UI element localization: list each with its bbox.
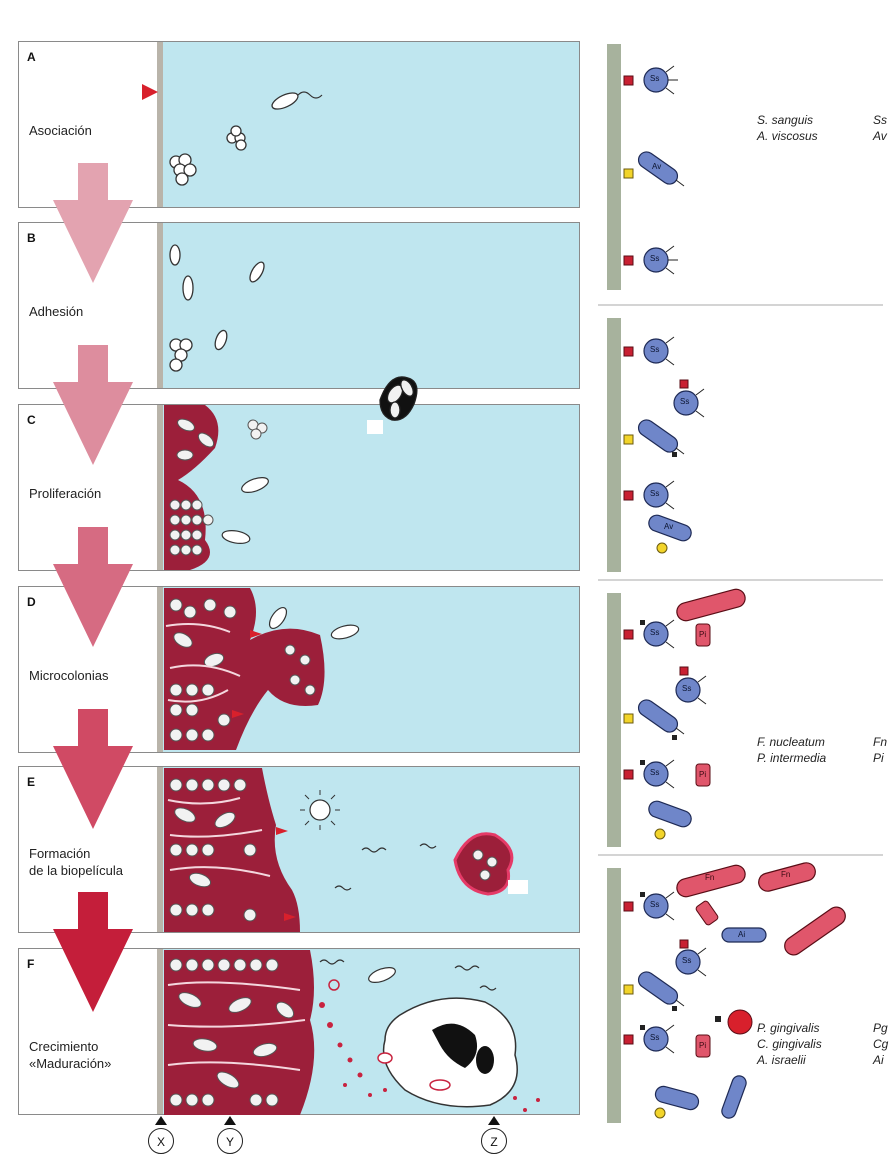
cell-tag-ss: Ss: [650, 254, 659, 263]
cell-tag-ss: Ss: [650, 900, 659, 909]
legend-species-name: S. sanguis: [757, 113, 813, 127]
released-cell: [329, 980, 339, 990]
legend-group-3: P. gingivalis Pg C. gingivalis Cg A. israe…: [757, 1020, 887, 1068]
cell-tag-av: Av: [664, 522, 673, 531]
legend-abbreviation: Pi: [873, 750, 884, 766]
legend-abbreviation: Ss: [873, 112, 887, 128]
cell-tag-av: Av: [652, 162, 661, 171]
cell-tag-ss: Ss: [650, 628, 659, 637]
cell-tag-fn: Fn: [705, 873, 714, 882]
detach-arrow-icon: [367, 420, 383, 434]
spirochete: [320, 960, 496, 990]
cell-tag-ss: Ss: [682, 956, 691, 965]
flow-arrow-icon: [276, 827, 288, 835]
cell-tag-ss: Ss: [650, 345, 659, 354]
phagocyte-nucleus: [476, 1046, 494, 1074]
tooth-surface-strip: [607, 44, 621, 290]
adhering-bacteria: [170, 245, 267, 371]
cell-tag-pi: Pi: [699, 630, 706, 639]
free-bacteria: [170, 90, 300, 185]
dispersal-arrow-icon: [508, 880, 528, 894]
marker-y: Y: [217, 1128, 243, 1154]
legend-species-name: P. gingivalis: [757, 1021, 819, 1035]
attachment-pointer-icon: [142, 84, 158, 100]
tooth-surface-strip: [607, 318, 621, 572]
legend-species-name: F. nucleatum: [757, 735, 825, 749]
marker-z: Z: [481, 1128, 507, 1154]
cell-tag-ss: Ss: [650, 1033, 659, 1042]
spirochete: [335, 844, 436, 890]
spiky-cell: [310, 800, 330, 820]
cell-tag-ss: Ss: [650, 489, 659, 498]
flagellum: [298, 92, 322, 98]
legend-species-name: A. viscosus: [757, 129, 818, 143]
legend-species-name: C. gingivalis: [757, 1037, 822, 1051]
legend-abbreviation: Ai: [873, 1052, 884, 1068]
cell-tag-ss: Ss: [680, 397, 689, 406]
legend-group-2: F. nucleatum Fn P. intermedia Pi: [757, 734, 887, 766]
detached-microcolony: [455, 834, 512, 894]
legend-species-name: P. intermedia: [757, 751, 826, 765]
legend-abbreviation: Fn: [873, 734, 887, 750]
marker-pointer-icon: [224, 1116, 236, 1125]
marker-pointer-icon: [155, 1116, 167, 1125]
biofilm-matrix: [164, 950, 314, 1115]
stage-arrow-icon: [53, 163, 133, 1012]
legend-abbreviation: Pg: [873, 1020, 888, 1036]
detaching-cluster: [380, 377, 417, 420]
cell-tag-ai: Ai: [738, 930, 745, 939]
legend-abbreviation: Cg: [873, 1036, 888, 1052]
cell-tag-fn: Fn: [781, 870, 790, 879]
ingested-cell: [378, 1053, 392, 1063]
tooth-surface-strip: [607, 593, 621, 847]
cell-tag-ss: Ss: [682, 684, 691, 693]
cell-tag-pi: Pi: [699, 1041, 706, 1050]
ingested-cell: [430, 1080, 450, 1090]
cell-cg-icon: [728, 1010, 752, 1034]
marker-pointer-icon: [488, 1116, 500, 1125]
legend-group-1: S. sanguis Ss A. viscosus Av: [757, 112, 887, 144]
legend-abbreviation: Av: [873, 128, 887, 144]
cell-tag-ss: Ss: [650, 74, 659, 83]
tooth-surface-strip: [607, 868, 621, 1123]
cell-tag-pi: Pi: [699, 770, 706, 779]
biofilm-matrix: [164, 768, 300, 932]
cell-tag-ss: Ss: [650, 768, 659, 777]
marker-x: X: [148, 1128, 174, 1154]
legend-species-name: A. israelii: [757, 1053, 806, 1067]
